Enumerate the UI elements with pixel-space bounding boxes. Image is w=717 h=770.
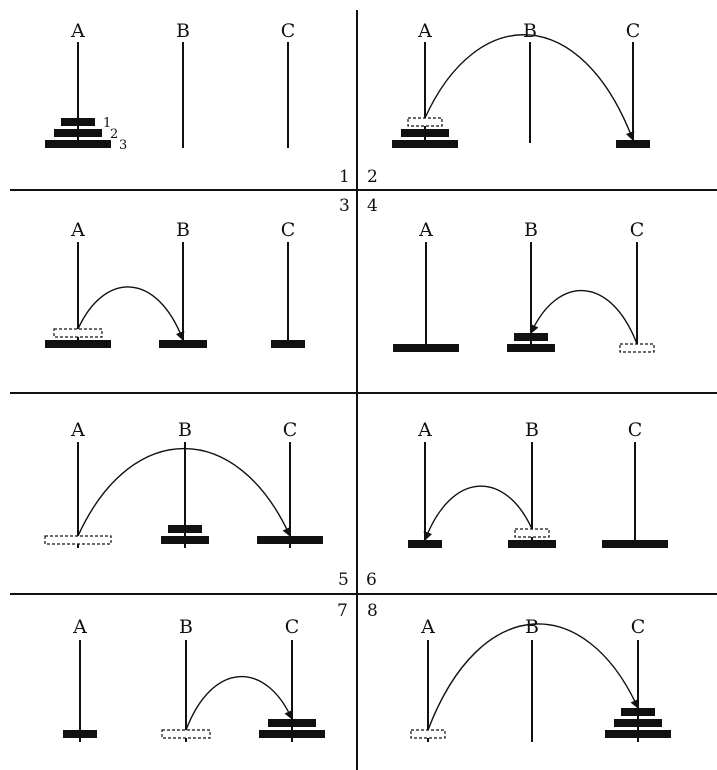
step-number: 7	[337, 601, 348, 621]
peg-label-c: C	[281, 219, 296, 241]
disk-1	[514, 333, 548, 341]
disk-1	[408, 540, 442, 548]
step-panel-3: 3A B C	[45, 196, 350, 348]
disk-3	[45, 140, 111, 148]
disk-1	[61, 118, 95, 126]
disk-3	[605, 730, 671, 738]
peg-label-a: A	[72, 616, 87, 638]
ghost-disk	[619, 343, 655, 353]
disk-2	[507, 344, 555, 352]
disk-2	[268, 719, 316, 727]
step-number: 8	[367, 601, 378, 621]
step-number: 1	[339, 167, 350, 187]
step-number: 5	[338, 570, 349, 590]
disk-2	[401, 129, 449, 137]
peg-label-b: B	[523, 20, 537, 42]
disk-3	[602, 540, 668, 548]
disk-number-label-3: 3	[119, 138, 127, 153]
peg-label-a: A	[70, 219, 85, 241]
disk-1	[616, 140, 650, 148]
disk-2	[508, 540, 556, 548]
disk-1	[271, 340, 305, 348]
peg-label-a: A	[418, 219, 433, 241]
peg-label-c: C	[626, 20, 641, 42]
peg-label-b: B	[178, 419, 192, 441]
peg-label-c: C	[628, 419, 643, 441]
peg-label-a: A	[417, 419, 432, 441]
peg-label-b: B	[176, 219, 190, 241]
move-arrow	[424, 34, 635, 141]
step-number: 4	[367, 196, 378, 216]
move-arrow	[77, 447, 291, 537]
move-arrow	[423, 485, 533, 541]
disk-1	[621, 708, 655, 716]
disk-number-label-2: 2	[110, 127, 118, 142]
peg-label-a: A	[70, 419, 85, 441]
disk-1	[63, 730, 97, 738]
peg-label-b: B	[525, 419, 539, 441]
peg-label-b: B	[179, 616, 193, 638]
step-number: 2	[367, 167, 378, 187]
disk-2	[159, 340, 207, 348]
step-number: 3	[339, 196, 350, 216]
step-number: 6	[366, 570, 377, 590]
move-arrow	[530, 289, 638, 345]
ghost-disk	[44, 535, 112, 545]
ghost-disk	[161, 729, 211, 739]
peg-label-a: A	[420, 616, 435, 638]
disk-2	[54, 129, 102, 137]
disk-3	[393, 344, 459, 352]
ghost-disk	[407, 117, 443, 127]
disk-3	[259, 730, 325, 738]
peg-label-b: B	[524, 219, 538, 241]
step-panel-2: 2 A B C	[367, 20, 650, 187]
peg-label-a: A	[70, 20, 85, 42]
disk-2	[614, 719, 662, 727]
disk-3	[392, 140, 458, 148]
ghost-disk	[514, 528, 550, 538]
peg-label-c: C	[285, 616, 300, 638]
grid-dividers	[10, 10, 717, 770]
move-arrow	[185, 675, 293, 731]
move-arrow	[427, 623, 639, 731]
peg-label-b: B	[525, 616, 539, 638]
ghost-disk	[53, 328, 103, 338]
ghost-disk	[410, 729, 446, 739]
peg-label-c: C	[630, 219, 645, 241]
disk-1	[168, 525, 202, 533]
peg-label-c: C	[281, 20, 296, 42]
step-panel-7: 7A B C	[63, 601, 348, 742]
step-panel-8: 8A B C	[367, 601, 671, 742]
peg-label-c: C	[631, 616, 646, 638]
move-arrow	[77, 286, 185, 341]
step-panel-6: 6 A B C	[366, 419, 668, 590]
step-panel-4: 4A B C	[367, 196, 655, 353]
disk-2	[161, 536, 209, 544]
peg-label-c: C	[283, 419, 298, 441]
peg-label-b: B	[176, 20, 190, 42]
disk-3	[45, 340, 111, 348]
disk-3	[257, 536, 323, 544]
peg-label-a: A	[417, 20, 432, 42]
disk-number-label-1: 1	[103, 116, 111, 131]
step-panel-5: 5 A B C	[44, 419, 349, 590]
